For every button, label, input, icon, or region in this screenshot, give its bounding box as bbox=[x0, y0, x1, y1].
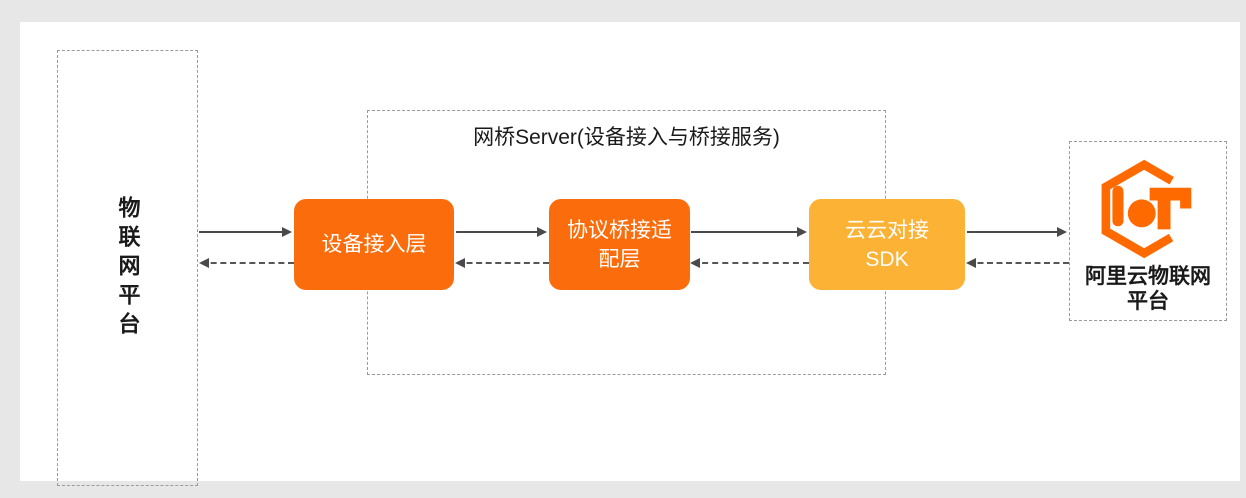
arrow-right-solid-icon bbox=[967, 227, 1067, 237]
arrow-left-dashed-icon bbox=[966, 258, 1069, 268]
arrow-left-dashed-icon bbox=[690, 258, 809, 268]
node-label-line: 设备接入层 bbox=[321, 233, 427, 256]
arrow-left-dashed-icon bbox=[455, 258, 549, 268]
aliyun-iot-platform-box: 阿里云物联网 平台 bbox=[1069, 141, 1227, 321]
node-label-line: SDK bbox=[865, 247, 909, 271]
node-label-line: 云云对接 bbox=[845, 218, 929, 242]
node-label-line: 协议桥接适 bbox=[567, 218, 672, 242]
cloud-cloud-sdk-node: 云云对接 SDK bbox=[809, 199, 965, 290]
platform-label-line: 阿里云物联网 bbox=[1085, 265, 1211, 288]
device-access-layer-node: 设备接入层 bbox=[294, 199, 454, 290]
bridge-server-title: 网桥Server(设备接入与桥接服务) bbox=[473, 126, 780, 149]
arrow-right-solid-icon bbox=[199, 227, 292, 237]
arrow-left-dashed-icon bbox=[199, 258, 294, 268]
node-label-line: 配层 bbox=[598, 247, 641, 271]
iot-platform-box: 物联网平台 bbox=[57, 50, 198, 486]
diagram-panel: 物联网平台 网桥Server(设备接入与桥接服务) 设备接入层 协议桥接适 配层… bbox=[20, 22, 1240, 486]
iot-platform-label: 物联网平台 bbox=[115, 195, 141, 341]
protocol-bridge-adapter-layer-node: 协议桥接适 配层 bbox=[549, 199, 690, 290]
platform-label-line: 平台 bbox=[1127, 290, 1169, 313]
arrow-right-solid-icon bbox=[456, 227, 547, 237]
aliyun-iot-platform-label: 阿里云物联网 平台 bbox=[1085, 264, 1211, 314]
arrow-right-solid-icon bbox=[691, 227, 807, 237]
aliyun-iot-logo-icon bbox=[1101, 159, 1192, 259]
